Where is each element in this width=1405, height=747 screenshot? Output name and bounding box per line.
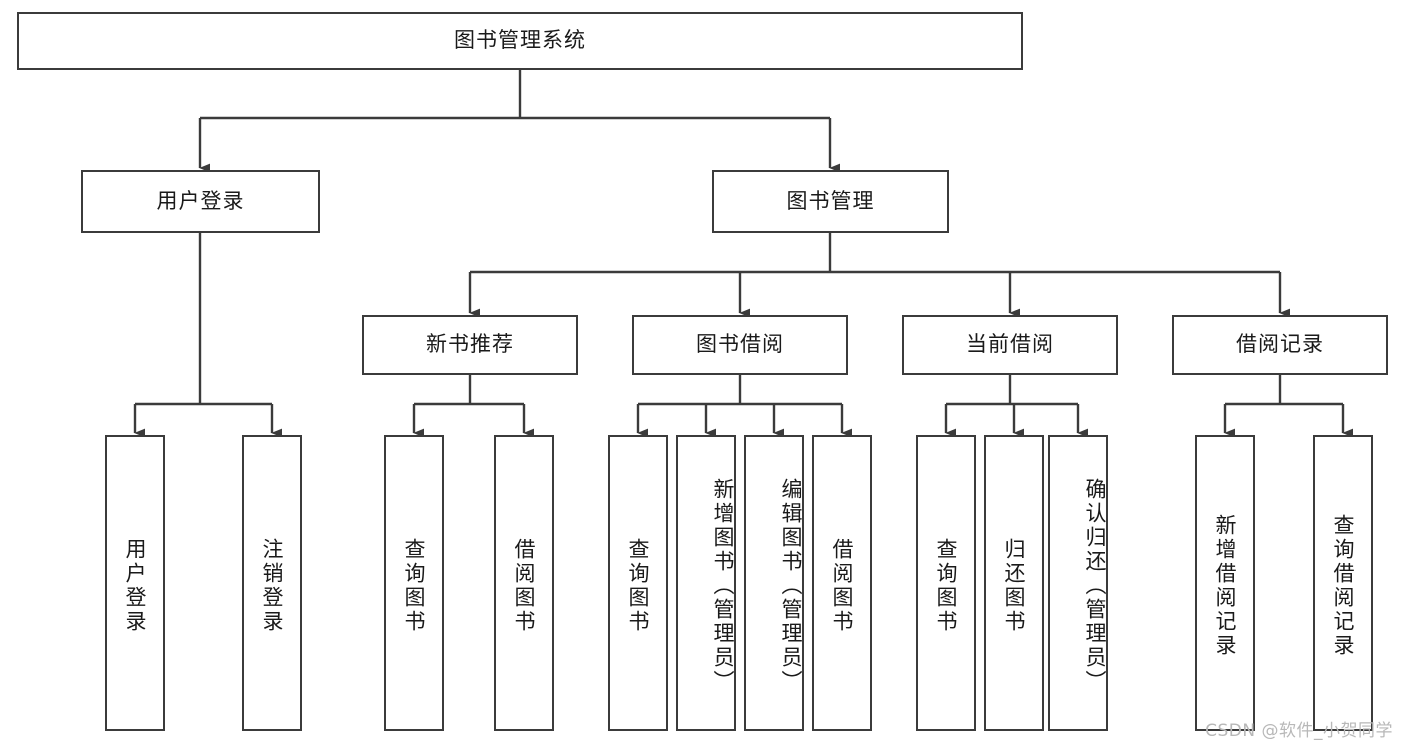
node-user-login[interactable]: 用户登录: [81, 170, 320, 233]
node-book-management[interactable]: 图书管理: [712, 170, 949, 233]
node-new-book-recommend[interactable]: 新书推荐: [362, 315, 578, 375]
leaf-logout[interactable]: 注销登录: [242, 435, 302, 731]
leaf-query-book-1-label: 查询图书: [402, 538, 427, 634]
node-book-management-label: 图书管理: [786, 188, 875, 213]
leaf-edit-book-label: 编辑图书（管理员）: [779, 478, 803, 694]
leaf-borrow-book-2-label: 借阅图书: [830, 538, 855, 634]
leaf-user-login-label: 用户登录: [123, 538, 148, 634]
leaf-logout-label: 注销登录: [260, 538, 285, 634]
leaf-borrow-book-2[interactable]: 借阅图书: [812, 435, 872, 731]
leaf-add-record[interactable]: 新增借阅记录: [1195, 435, 1255, 731]
node-borrow-record-label: 借阅记录: [1236, 332, 1324, 357]
node-new-book-recommend-label: 新书推荐: [426, 332, 514, 357]
leaf-user-login[interactable]: 用户登录: [105, 435, 165, 731]
leaf-borrow-book-1[interactable]: 借阅图书: [494, 435, 554, 731]
leaf-add-record-label: 新增借阅记录: [1213, 514, 1238, 658]
leaf-query-record[interactable]: 查询借阅记录: [1313, 435, 1373, 731]
node-root-label: 图书管理系统: [454, 28, 586, 53]
node-current-borrow[interactable]: 当前借阅: [902, 315, 1118, 375]
node-book-borrow-label: 图书借阅: [696, 332, 784, 357]
node-root[interactable]: 图书管理系统: [17, 12, 1023, 70]
node-user-login-label: 用户登录: [156, 188, 245, 213]
leaf-edit-book[interactable]: 编辑图书（管理员）: [744, 435, 804, 731]
leaf-query-book-3[interactable]: 查询图书: [916, 435, 976, 731]
leaf-confirm-return-label: 确认归还（管理员）: [1083, 478, 1107, 694]
csdn-watermark: CSDN @软件_小贺同学: [1205, 721, 1393, 741]
node-borrow-record[interactable]: 借阅记录: [1172, 315, 1388, 375]
leaf-return-book[interactable]: 归还图书: [984, 435, 1044, 731]
leaf-add-book-label: 新增图书（管理员）: [711, 478, 735, 694]
node-book-borrow[interactable]: 图书借阅: [632, 315, 848, 375]
leaf-return-book-label: 归还图书: [1002, 538, 1027, 634]
leaf-query-record-label: 查询借阅记录: [1331, 514, 1356, 658]
leaf-query-book-2-label: 查询图书: [626, 538, 651, 634]
leaf-confirm-return[interactable]: 确认归还（管理员）: [1048, 435, 1108, 731]
leaf-borrow-book-1-label: 借阅图书: [512, 538, 537, 634]
node-current-borrow-label: 当前借阅: [966, 332, 1054, 357]
leaf-add-book[interactable]: 新增图书（管理员）: [676, 435, 736, 731]
leaf-query-book-2[interactable]: 查询图书: [608, 435, 668, 731]
leaf-query-book-3-label: 查询图书: [934, 538, 959, 634]
leaf-query-book-1[interactable]: 查询图书: [384, 435, 444, 731]
